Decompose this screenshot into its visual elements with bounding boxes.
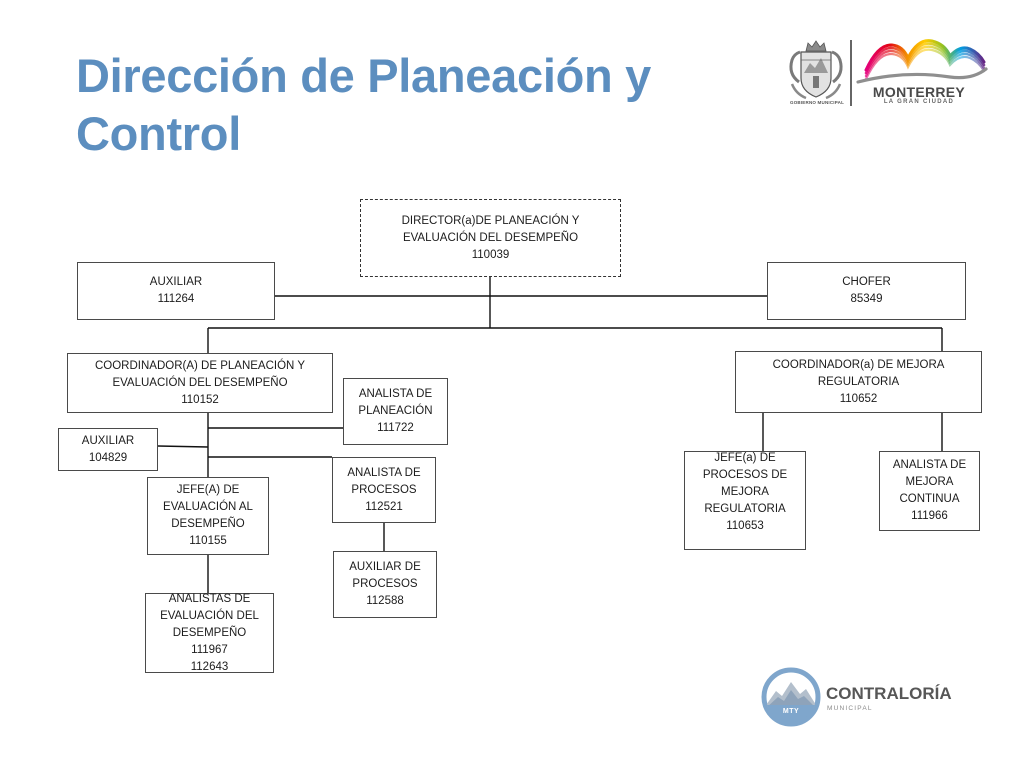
position-title-line: JEFE(a) DE [714,452,776,464]
monterrey-tagline: LA GRAN CIUDAD [883,99,955,105]
monterrey-wordmark: MONTERREY [872,84,966,100]
position-code: 112521 [365,500,403,513]
position-code: 111264 [157,293,195,305]
position-title-line: REGULATORIA [817,375,900,388]
position-code: 112588 [366,595,404,607]
municipal-seal-icon [789,40,843,100]
jefe-evaluacion-box: JEFE(A) DE EVALUACIÓN AL DESEMPEÑO 11015… [147,477,269,555]
position-title-line: EVALUACIÓN AL [163,501,253,513]
contraloria-seal-icon [761,667,821,727]
position-title-line: MEJORA [721,486,769,498]
auxiliar-coordinacion-box: AUXILIAR 104829 [58,428,158,471]
position-title-line: ANALISTA DE [358,388,433,400]
position-code: 110152 [181,393,219,406]
position-title-line: CHOFER [842,276,891,288]
position-code: 111966 [911,510,948,522]
position-title-line: PLANEACIÓN [358,405,433,417]
position-code: 110155 [189,535,227,547]
analista-planeacion-box: ANALISTA DE PLANEACIÓN 111722 [343,378,448,445]
position-title-line: EVALUACIÓN DEL [160,609,259,622]
position-title-line: EVALUACIÓN DEL DESEMPEÑO [112,376,288,389]
auxiliar-procesos-box: AUXILIAR DE PROCESOS 112588 [333,551,437,618]
chofer-box: CHOFER 85349 [767,262,966,320]
coordinador-planeacion-box: COORDINADOR(A) DE PLANEACIÓN Y EVALUACIÓ… [67,353,333,413]
contraloria-subtitle: MUNICIPAL [827,705,873,712]
analistas-evaluacion-box: ANALISTAS DE EVALUACIÓN DEL DESEMPEÑO 11… [145,593,274,673]
analista-procesos-box: ANALISTA DE PROCESOS 112521 [332,457,436,523]
position-code: 110039 [471,248,510,261]
slide-title-line: Control [76,107,241,160]
position-code: 85349 [850,293,883,305]
contraloria-badge-text: MTY [782,708,800,715]
position-title-line: PROCESOS [352,578,418,590]
position-title-line: DIRECTOR(a)DE PLANEACIÓN Y [401,214,580,227]
auxiliar-direccion-box: AUXILIAR 111264 [77,262,275,320]
position-code: 111722 [377,422,414,434]
position-title-line: MEJORA [905,476,954,488]
position-code: 112643 [190,660,229,673]
position-title-line: EVALUACIÓN DEL DESEMPEÑO [402,231,579,244]
position-title-line: PROCESOS DE [702,469,788,481]
position-title-line: ANALISTAS DE [168,592,251,605]
analista-mejora-continua-box: ANALISTA DE MEJORA CONTINUA 111966 [879,451,980,531]
director-box: DIRECTOR(a)DE PLANEACIÓN Y EVALUACIÓN DE… [360,199,621,277]
position-code: 104829 [88,451,128,464]
position-title-line: REGULATORIA [704,503,786,515]
position-title-line: DESEMPEÑO [171,518,245,530]
position-title-line: CONTINUA [899,493,960,505]
position-code: 111967 [191,643,228,656]
position-title-line: PROCESOS [351,483,417,496]
monterrey-logo-icon [856,39,988,84]
slide-title: Dirección de Planeación y Control [76,47,651,163]
position-code: 110653 [726,520,764,532]
position-title-line: AUXILIAR DE [349,561,421,573]
position-title-line: DESEMPEÑO [172,626,247,639]
position-title-line: COORDINADOR(a) DE MEJORA [772,358,945,371]
seal-caption: GOBIERNO MUNICIPAL [790,100,845,105]
position-title-line: AUXILIAR [81,434,135,447]
contraloria-wordmark: CONTRALORÍA [826,684,952,703]
connector-line [157,445,209,448]
position-title-line: AUXILIAR [149,276,203,288]
position-title-line: COORDINADOR(A) DE PLANEACIÓN Y [94,359,305,372]
position-title-line: ANALISTA DE [347,466,421,479]
position-title-line: JEFE(A) DE [176,484,240,496]
slide-title-line: Dirección de Planeación y [76,49,651,102]
coordinador-mejora-box: COORDINADOR(a) DE MEJORA REGULATORIA 110… [735,351,982,413]
position-code: 110652 [839,392,878,405]
position-title-line: ANALISTA DE [892,459,967,471]
jefe-procesos-mejora-box: JEFE(a) DE PROCESOS DE MEJORA REGULATORI… [684,451,806,550]
